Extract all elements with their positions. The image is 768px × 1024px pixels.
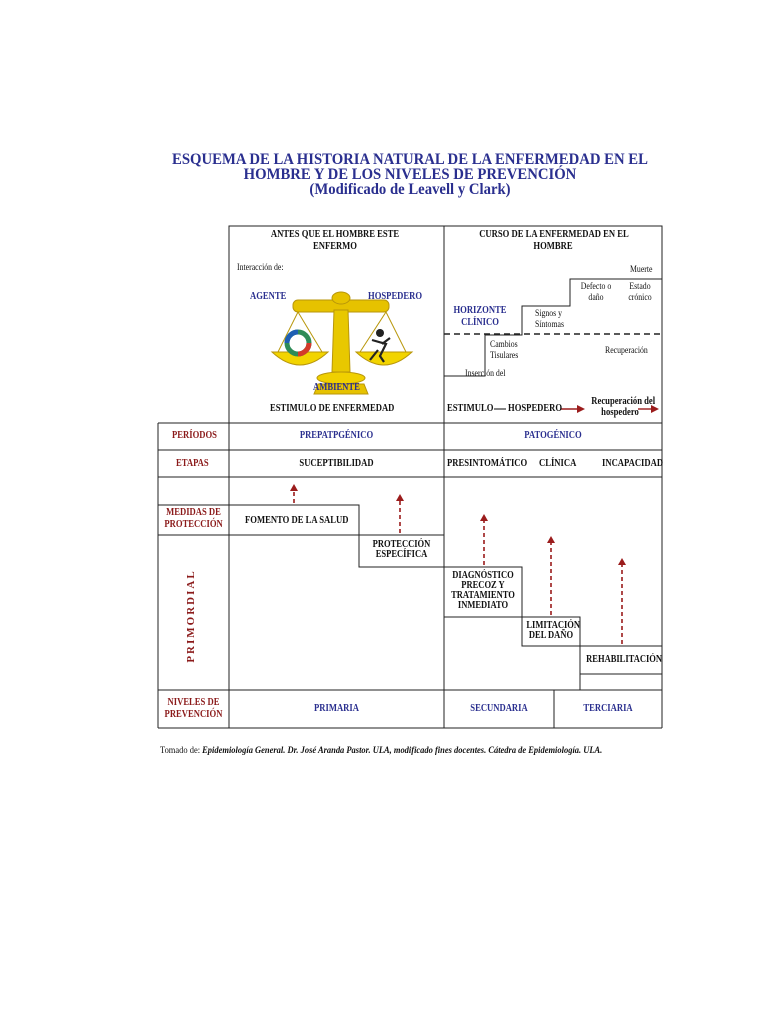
primordial-label: PRIMORDIAL <box>185 569 197 663</box>
clinical-horizon-line-2: CLÍNICO <box>461 317 499 328</box>
primary-level: PRIMARIA <box>314 703 359 714</box>
signs-symptoms-line-2: Síntomas <box>535 320 565 330</box>
specific-protection-line-1: PROTECCIÓN <box>372 539 431 550</box>
stages-row-label: ETAPAS <box>176 458 209 469</box>
source-prefix: Tomado de: <box>160 745 201 755</box>
tissue-changes-line-1: Cambios <box>490 340 518 350</box>
health-promotion-label: FOMENTO DE LA SALUD <box>245 515 349 526</box>
insertion-label: Inserción del <box>465 369 506 379</box>
balance-scale-icon <box>270 291 414 395</box>
pathogenic-header-line-2: HOMBRE <box>533 241 573 252</box>
death-label: Muerte <box>630 265 653 275</box>
early-diagnosis-line-2: PRECOZ Y <box>461 580 505 591</box>
pathogenic-header: CURSO DE LA ENFERMEDAD EN EL HOMBRE <box>479 229 629 253</box>
diagram-title: ESQUEMA DE LA HISTORIA NATURAL DE LA ENF… <box>162 151 659 198</box>
protection-measures-label: MEDIDAS DE PROTECCIÓN <box>164 507 222 531</box>
tissue-changes-line-2: Tisulares <box>490 351 519 361</box>
early-diagnosis-line-4: INMEDIATO <box>457 600 509 611</box>
pathogenic-stimulus-label: ESTIMULO <box>447 403 494 414</box>
clinical-horizon-label: HORIZONTE CLÍNICO <box>453 305 507 329</box>
early-diagnosis-line-1: DIAGNÓSTICO <box>452 570 514 581</box>
prevention-levels-line-1: NIVELES DE <box>167 697 220 708</box>
prepathogenic-header: ANTES QUE EL HOMBRE ESTE ENFERMO <box>265 229 404 253</box>
recovery-label: Recuperación <box>605 346 648 356</box>
interaction-label: Interacción de: <box>237 263 284 273</box>
specific-protection-label: PROTECCIÓN ESPECÍFICA <box>365 540 437 560</box>
damage-limitation-line-2: DEL DAÑO <box>528 630 574 641</box>
prepathogenic-header-line-2: ENFERMO <box>312 241 357 252</box>
susceptibility-stage: SUCEPTIBILIDAD <box>299 458 374 469</box>
early-diagnosis-line-3: TRATAMIENTO <box>451 590 515 601</box>
early-diagnosis-label: DIAGNÓSTICO PRECOZ Y TRATAMIENTO INMEDIA… <box>450 571 516 611</box>
title-line-1: ESQUEMA DE LA HISTORIA NATURAL DE LA ENF… <box>172 151 648 168</box>
presymptomatic-stage: PRESINTOMÁTICO <box>447 458 528 469</box>
agent-label: AGENTE <box>250 291 287 302</box>
specific-protection-line-2: ESPECÍFICA <box>375 549 428 560</box>
protection-measures-line-1: MEDIDAS DE <box>166 507 221 518</box>
disability-stage: INCAPACIDAD <box>602 458 664 469</box>
title-line-2: HOMBRE Y DE LOS NIVELES DE PREVENCIÓN <box>243 166 577 183</box>
environment-label: AMBIENTE <box>313 382 360 393</box>
chronic-state-line-2: crónico <box>628 293 652 303</box>
source-citation: Epidemiología General. Dr. José Aranda P… <box>202 745 603 755</box>
host-label: HOSPEDERO <box>368 291 423 302</box>
periods-row-label: PERÍODOS <box>172 430 217 441</box>
secondary-level: SECUNDARIA <box>470 703 528 714</box>
signs-symptoms-line-1: Signos y <box>535 309 563 319</box>
rehabilitation-label: REHABILITACIÓN <box>586 654 663 665</box>
host-recovery-label: Recuperación del hospedero <box>591 396 656 418</box>
pathogenic-period: PATOGÉNICO <box>524 430 582 441</box>
title-line-3: (Modificado de Leavell y Clark) <box>309 181 511 198</box>
host-recovery-line-2: hospedero <box>601 407 639 418</box>
defect-label-line-2: daño <box>588 293 604 303</box>
prepathogenic-header-line-1: ANTES QUE EL HOMBRE ESTE <box>270 229 400 240</box>
chronic-state-line-1: Estado <box>629 282 651 292</box>
disease-stimulus-label: ESTIMULO DE ENFERMEDAD <box>270 403 395 414</box>
defect-label-line-1: Defecto o <box>580 282 612 292</box>
prepathogenic-period: PREPATPGÉNICO <box>299 430 374 441</box>
defect-label: Defecto o daño <box>576 282 615 304</box>
host-recovery-line-1: Recuperación del <box>591 396 656 407</box>
chronic-state-label: Estado crónico <box>620 282 659 304</box>
prevention-levels-label: NIVELES DE PREVENCIÓN <box>164 697 223 721</box>
clinical-horizon-line-1: HORIZONTE <box>453 305 507 316</box>
pathogenic-host-label: HOSPEDERO <box>508 403 563 414</box>
protection-measures-line-2: PROTECCIÓN <box>164 519 223 530</box>
pathogenic-header-line-1: CURSO DE LA ENFERMEDAD EN EL <box>479 229 629 240</box>
damage-limitation-line-1: LIMITACIÓN <box>526 620 581 631</box>
damage-limitation-label: LIMITACIÓN DEL DAÑO <box>526 620 581 641</box>
signs-symptoms-label: Signos y Síntomas <box>535 309 564 331</box>
source-footnote: Tomado de: Epidemiología General. Dr. Jo… <box>160 745 602 755</box>
tertiary-level: TERCIARIA <box>583 703 633 714</box>
clinical-stage: CLÍNICA <box>539 458 577 469</box>
tissue-changes-label: Cambios Tisulares <box>490 340 518 362</box>
prevention-levels-line-2: PREVENCIÓN <box>164 709 223 720</box>
